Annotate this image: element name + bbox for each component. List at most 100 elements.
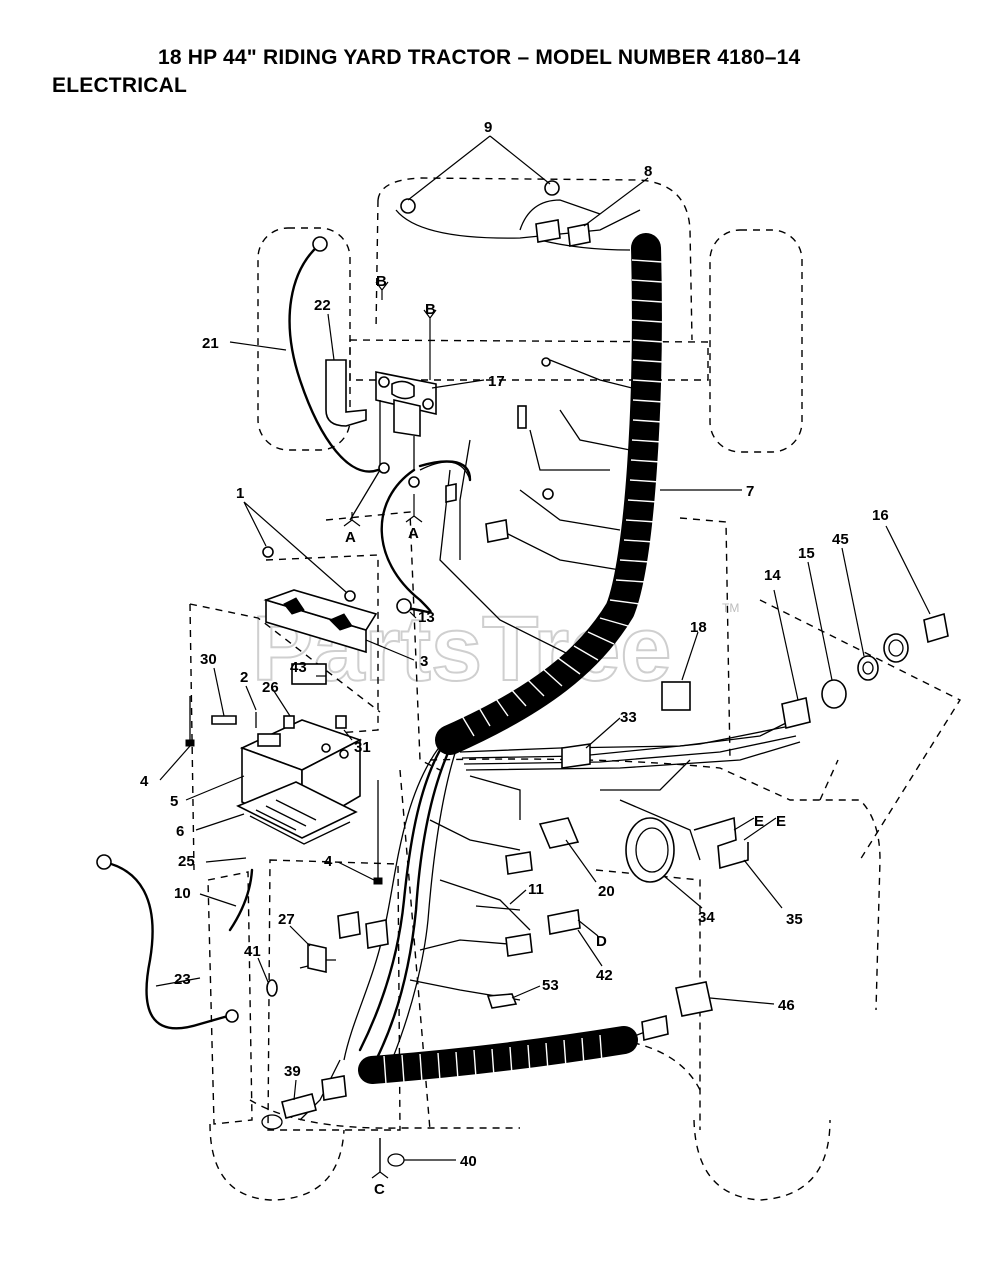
cable-13-terminal — [396, 598, 412, 614]
connector-a-ref: A — [345, 529, 356, 546]
cable-21-terminal — [312, 236, 328, 252]
connector-d — [485, 519, 509, 543]
cable-13 — [380, 468, 432, 614]
section-title: ELECTRICAL — [52, 74, 187, 97]
harness-wire-bundle — [299, 715, 801, 1121]
callout-4: 4 — [324, 853, 333, 870]
fuse-11 — [475, 905, 521, 911]
callout-11: 11 — [528, 881, 544, 898]
connector-e-ref: E — [754, 813, 764, 830]
connector-a-ref: A — [408, 525, 419, 542]
callout-45: 45 — [832, 531, 849, 548]
ring-terminal — [378, 462, 390, 474]
callout-20: 20 — [598, 883, 615, 900]
callout-15: 15 — [798, 545, 815, 562]
connector-b-ref: B — [376, 273, 387, 290]
switch-42 — [547, 909, 581, 935]
connector-33 — [561, 743, 591, 769]
callout-21: 21 — [202, 335, 219, 352]
callout-27: 27 — [278, 911, 295, 928]
connector-e — [535, 219, 561, 243]
connector-f — [567, 223, 591, 247]
switch-46 — [675, 981, 713, 1017]
connector-a — [337, 911, 361, 939]
callout-42: 42 — [596, 967, 613, 984]
relay-20 — [538, 817, 580, 849]
wiring-harness-coil — [435, 233, 664, 755]
callout-labels: 9 8 21 22 17 7 1 3 13 18 33 30 2 26 43 3… — [140, 119, 889, 1170]
ring-terminal-upper — [541, 357, 551, 367]
callout-23: 23 — [174, 971, 191, 988]
cable-23-terminal-lower — [225, 1009, 239, 1023]
cable-22-boot — [325, 359, 367, 427]
key-39 — [281, 1093, 317, 1119]
callout-53: 53 — [542, 977, 559, 994]
callout-10: 10 — [174, 885, 191, 902]
callout-4: 4 — [140, 773, 149, 790]
callout-8: 8 — [644, 163, 652, 180]
callout-7: 7 — [746, 483, 754, 500]
connector-a-lead — [349, 469, 381, 521]
starter-solenoid — [375, 371, 437, 470]
callout-6: 6 — [176, 823, 184, 840]
battery — [236, 719, 363, 845]
headlight-bulb-right — [544, 180, 560, 196]
callout-43: 43 — [290, 659, 307, 676]
callout-46: 46 — [778, 997, 795, 1014]
key-switch-assembly — [781, 612, 949, 729]
upper-harness-wires — [395, 199, 641, 661]
callout-13: 13 — [418, 609, 435, 626]
cable-23 — [102, 860, 230, 1030]
headlight-bulb-left — [400, 198, 416, 214]
ground-washer-40 — [387, 1153, 405, 1167]
battery-hold-down — [262, 546, 378, 654]
callout-26: 26 — [262, 679, 279, 696]
callout-2: 2 — [240, 669, 248, 686]
callout-30: 30 — [200, 651, 217, 668]
fuse-holder — [517, 405, 527, 429]
callout-22: 22 — [314, 297, 331, 314]
callout-17: 17 — [488, 373, 505, 390]
callout-39: 39 — [284, 1063, 301, 1080]
callout-14: 14 — [764, 567, 781, 584]
diagram-title: 18 HP 44" RIDING YARD TRACTOR – MODEL NU… — [158, 46, 801, 69]
callout-18: 18 — [690, 619, 707, 636]
ring-terminal — [408, 476, 420, 488]
watermark-trademark: TM — [722, 601, 739, 615]
connector-46 — [641, 1015, 669, 1041]
callout-41: 41 — [244, 943, 261, 960]
terminal-26 — [283, 715, 295, 729]
switch-18 — [661, 681, 691, 711]
callout-35: 35 — [786, 911, 803, 928]
callout-40: 40 — [460, 1153, 477, 1170]
connector-d-ref: D — [596, 933, 607, 950]
connector-lower — [321, 1075, 347, 1101]
small-terminal — [445, 483, 457, 503]
nut-4b — [373, 877, 383, 885]
bolt-30 — [211, 715, 237, 725]
connector-b — [365, 919, 389, 949]
connector-c — [505, 933, 533, 957]
callout-9: 9 — [484, 119, 492, 136]
callout-31: 31 — [354, 739, 371, 756]
nut-41 — [266, 979, 278, 997]
bracket-53 — [486, 993, 518, 1009]
callout-5: 5 — [170, 793, 178, 810]
callout-1: 1 — [236, 485, 244, 502]
cable-21 — [288, 242, 380, 473]
connector-references: B B A A C D E E — [343, 273, 786, 1198]
callout-3: 3 — [420, 653, 428, 670]
battery-cover — [291, 663, 327, 685]
connector-c-ref: C — [374, 1181, 385, 1198]
ignition-switch-27 — [299, 943, 336, 973]
key-ring — [261, 1114, 283, 1130]
lower-harness-coil — [358, 1026, 638, 1085]
callout-33: 33 — [620, 709, 637, 726]
cable-13-upper — [418, 460, 472, 482]
meter-34 — [625, 817, 675, 883]
cable-23-terminal — [96, 854, 112, 870]
bracket-35 — [693, 816, 749, 870]
callout-16: 16 — [872, 507, 889, 524]
